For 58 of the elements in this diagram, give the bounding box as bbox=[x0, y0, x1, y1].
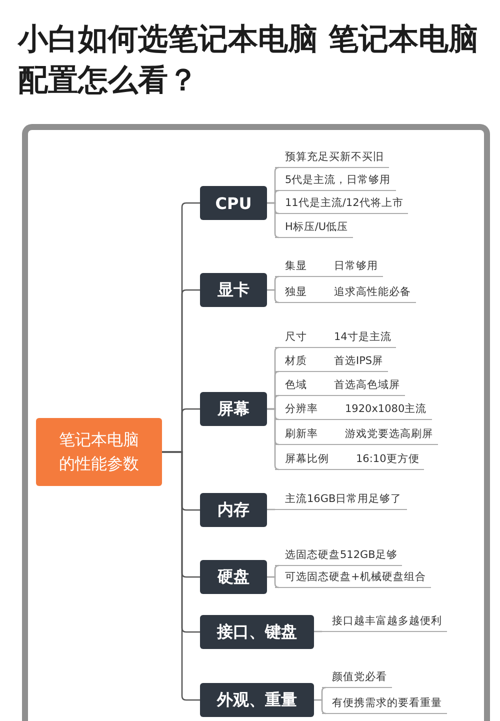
branch-label: 尺寸 bbox=[285, 331, 307, 343]
branch-label: 集显 bbox=[285, 260, 307, 272]
branch-text: 11代是主流/12代将上市 bbox=[285, 197, 404, 209]
branch-label: 屏幕比例 bbox=[285, 453, 329, 465]
branch-text: 颜值党必看 bbox=[332, 671, 387, 683]
branch-item bbox=[322, 612, 447, 632]
category-box: 硬盘 bbox=[200, 560, 267, 594]
category-box: 接口、键盘 bbox=[200, 615, 314, 649]
category-box: 外观、重量 bbox=[200, 683, 314, 717]
branch-item bbox=[322, 694, 447, 714]
branch-text: 14寸是主流 bbox=[334, 331, 392, 343]
branch-item bbox=[275, 257, 383, 277]
branch-text: 5代是主流，日常够用 bbox=[285, 174, 391, 186]
branch-text: 追求高性能必备 bbox=[334, 286, 411, 298]
branch-text: 预算充足买新不买旧 bbox=[285, 151, 384, 163]
branch-item bbox=[275, 194, 408, 214]
branch-item bbox=[275, 352, 388, 372]
category-box: CPU bbox=[200, 186, 267, 220]
branch-text: H标压/U低压 bbox=[285, 221, 348, 233]
category-box: 屏幕 bbox=[200, 392, 267, 426]
branch-label: 刷新率 bbox=[285, 428, 318, 440]
root-topic-box: 笔记本电脑的性能参数 bbox=[36, 418, 162, 486]
branch-item bbox=[275, 148, 389, 168]
branch-item bbox=[275, 546, 402, 566]
branch-text: 1920x1080主流 bbox=[345, 403, 427, 415]
branch-item bbox=[322, 668, 392, 688]
connector-line bbox=[314, 699, 326, 714]
branch-text: 日常够用 bbox=[334, 260, 378, 272]
connector-line bbox=[267, 408, 280, 470]
connector-line bbox=[267, 202, 280, 238]
branch-item bbox=[275, 450, 424, 470]
branch-item bbox=[275, 425, 438, 445]
branch-text: 首选IPS屏 bbox=[334, 355, 384, 367]
branch-label: 色域 bbox=[285, 379, 307, 391]
connector-line bbox=[267, 289, 280, 304]
branch-item bbox=[275, 283, 416, 303]
branch-text: 16:10更方便 bbox=[356, 453, 420, 465]
branch-text: 主流16GB日常用足够了 bbox=[285, 493, 402, 505]
branch-item bbox=[275, 328, 396, 348]
branch-item bbox=[275, 376, 405, 396]
branch-label: 材质 bbox=[285, 355, 307, 367]
branch-label: 独显 bbox=[285, 286, 307, 298]
branch-item bbox=[275, 490, 407, 510]
branch-text: 游戏党要选高刷屏 bbox=[345, 428, 433, 440]
category-box: 内存 bbox=[200, 493, 267, 527]
branch-text: 首选高色域屏 bbox=[334, 379, 400, 391]
branch-text: 可选固态硬盘+机械硬盘组合 bbox=[285, 571, 426, 583]
branch-text: 接口越丰富越多越便利 bbox=[332, 615, 442, 627]
page-title: 小白如何选笔记本电脑 笔记本电脑配置怎么看？ bbox=[18, 21, 480, 100]
branch-label: 分辨率 bbox=[285, 403, 318, 415]
connector-line bbox=[267, 576, 280, 588]
branch-item bbox=[275, 171, 396, 191]
connector-line bbox=[162, 451, 200, 701]
branch-text: 有便携需求的要看重量 bbox=[332, 697, 442, 709]
category-box: 显卡 bbox=[200, 273, 267, 307]
branch-item bbox=[275, 400, 432, 420]
branch-text: 选固态硬盘512GB足够 bbox=[285, 549, 398, 561]
branch-item bbox=[275, 568, 431, 588]
